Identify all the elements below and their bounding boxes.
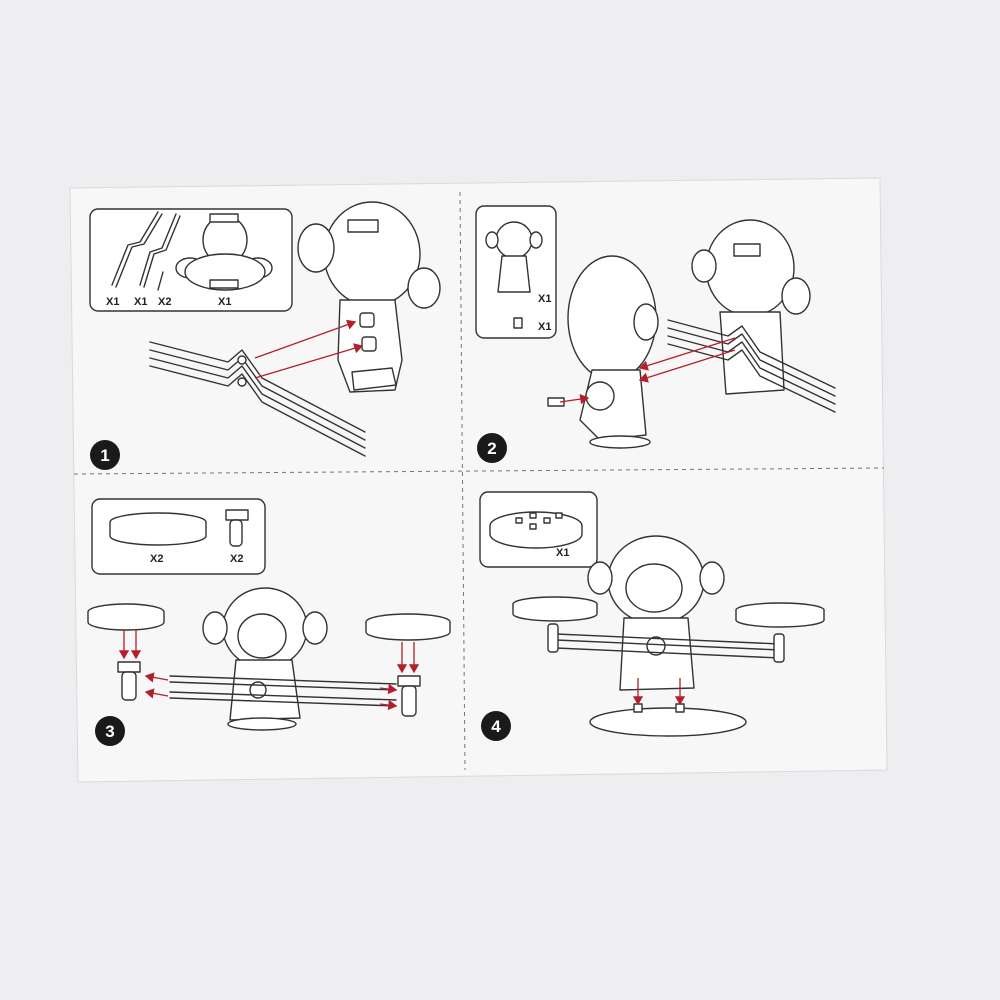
step-3-panel: X2 X2 — [87, 498, 451, 746]
peg-icon — [513, 317, 523, 329]
svg-text:4: 4 — [491, 717, 501, 736]
svg-text:1: 1 — [100, 446, 109, 465]
pin-icon — [157, 271, 164, 291]
tray-right-illustration — [365, 613, 451, 641]
step-2-panel: X1 X1 2 — [475, 205, 836, 463]
tray-left-illustration — [87, 603, 165, 631]
base-plate-icon — [489, 511, 583, 549]
part-count-label: X1 — [538, 321, 551, 333]
horizontal-divider — [73, 467, 885, 475]
part-count-label: X1 — [106, 296, 119, 308]
hanger-bracket-left — [117, 661, 141, 701]
step-4-badge: 4 — [481, 711, 511, 741]
balance-rail-assembly — [169, 675, 397, 707]
hanger-bracket-icon — [225, 509, 249, 547]
step-1-badge: 1 — [90, 440, 120, 470]
bent-rod-icon — [139, 213, 181, 288]
vertical-divider — [459, 191, 466, 771]
monkey-side-illustration — [547, 255, 659, 449]
step-3-badge: 3 — [95, 716, 125, 746]
monkey-back-illustration — [691, 219, 811, 395]
part-count-label: X1 — [538, 293, 551, 305]
part-count-label: X2 — [158, 296, 171, 308]
monkey-front-illustration — [202, 587, 328, 731]
part-count-label: X2 — [150, 553, 163, 565]
part-count-label: X1 — [134, 296, 147, 308]
step-1-panel: X1 X1 X2 X1 1 — [89, 201, 441, 470]
monkey-back-panel-icon — [175, 213, 273, 291]
bent-rod-icon — [111, 211, 163, 288]
part-count-label: X1 — [218, 296, 231, 308]
tray-icon — [109, 512, 207, 546]
balance-rail-assembly — [149, 341, 366, 457]
step-2-badge: 2 — [477, 433, 507, 463]
monkey-front-icon — [485, 221, 543, 293]
svg-text:3: 3 — [105, 722, 114, 741]
part-count-label: X2 — [230, 553, 243, 565]
assembled-monkey-scale — [512, 535, 825, 691]
svg-text:2: 2 — [487, 439, 496, 458]
part-count-label: X1 — [556, 547, 569, 559]
hanger-bracket-right — [397, 675, 421, 717]
step-4-panel: X1 4 — [479, 491, 825, 741]
base-plate-illustration — [589, 703, 747, 737]
